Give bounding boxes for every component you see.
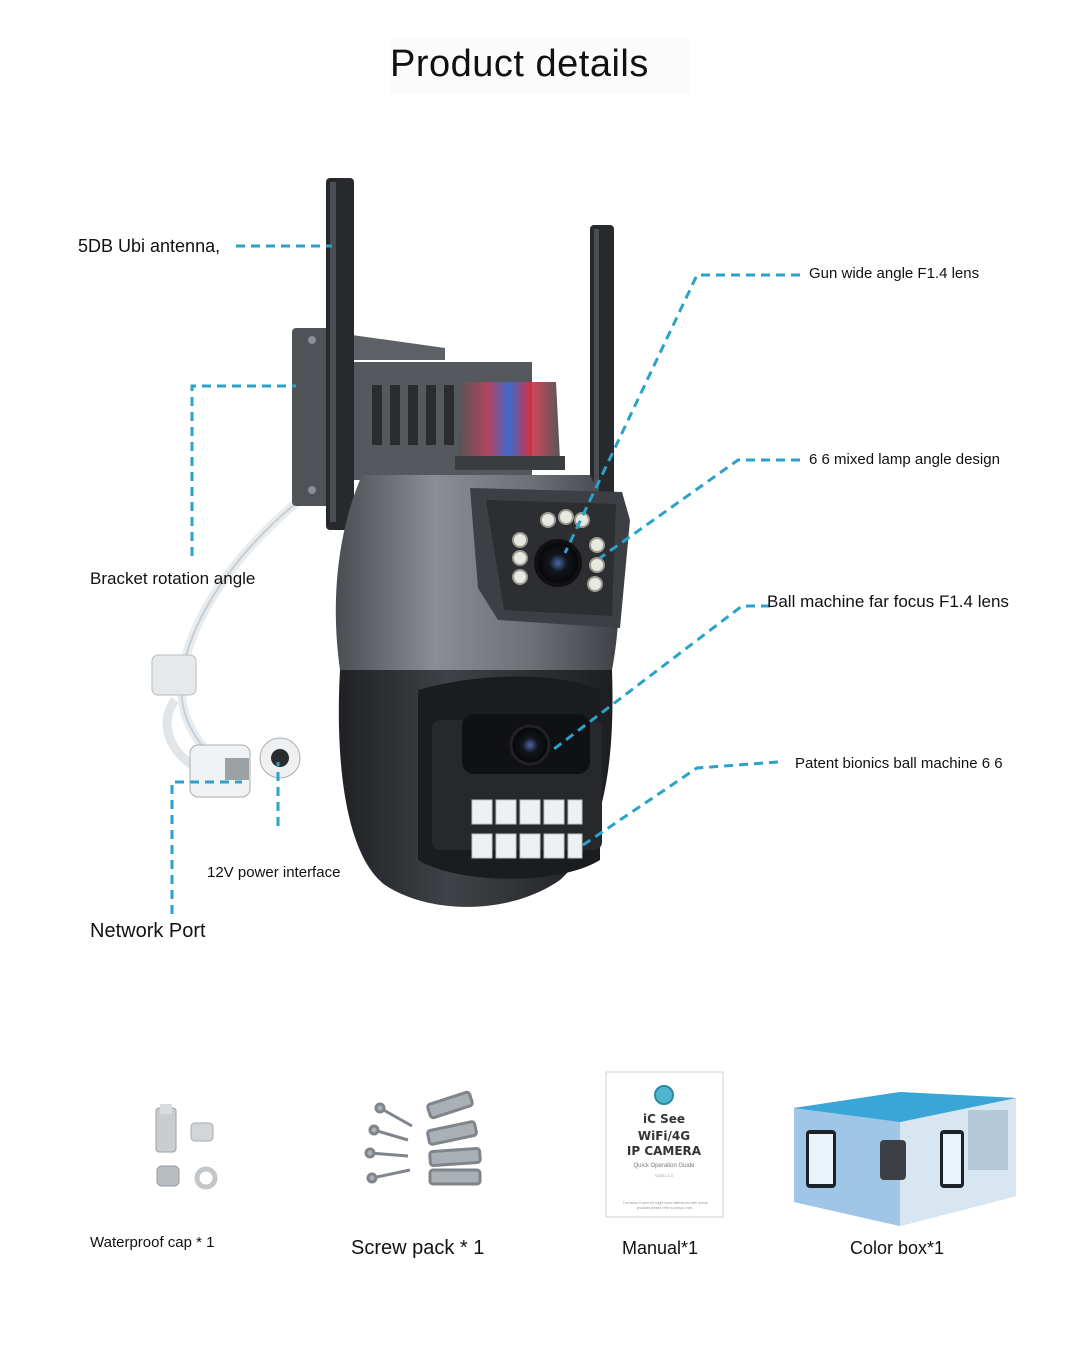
- lamp-design-label: 6 6 mixed lamp angle design: [809, 451, 1000, 468]
- accessory-label-screw-pack: Screw pack * 1: [351, 1237, 485, 1259]
- waterproof-cap-illustration: [155, 1104, 218, 1190]
- gun-lens: [534, 539, 582, 587]
- gun-ir-leds: [512, 509, 605, 592]
- accessory-label-waterproof-cap: Waterproof cap * 1: [90, 1234, 215, 1251]
- manual-illustration: [605, 1071, 724, 1218]
- bracket-label: Bracket rotation angle: [90, 569, 256, 588]
- alarm-lamp: [458, 382, 560, 460]
- leader-bionics: [582, 760, 779, 847]
- antenna-label: 5DB Ubi antenna,: [78, 236, 221, 256]
- manual-line2: IP CAMERA: [627, 1144, 702, 1158]
- manual-footnote: The items in your kit might have differe…: [622, 1201, 708, 1210]
- ball-light-array: [471, 799, 583, 859]
- manual-subtitle: Quick Operation Guide: [633, 1163, 695, 1169]
- gun-lens-label: Gun wide angle F1.4 lens: [809, 265, 980, 282]
- leader-lines: [170, 244, 800, 914]
- accessory-label-color-box: Color box*1: [850, 1238, 945, 1258]
- color-box-illustration: [794, 1092, 1016, 1226]
- leader-lamp: [599, 458, 800, 560]
- leader-ball-lens: [549, 604, 770, 754]
- accessory-label-manual: Manual*1: [622, 1238, 699, 1258]
- screw-pack-illustration: [364, 1090, 482, 1186]
- power-interface-label: 12V power interface: [207, 864, 341, 881]
- network-port-label: Network Port: [90, 920, 206, 942]
- manual-brand: iC See: [643, 1112, 685, 1126]
- ball-lens-label: Ball machine far focus F1.4 lens: [767, 592, 1009, 611]
- manual-version: V2022.1.0: [655, 1173, 674, 1178]
- bionics-label: Patent bionics ball machine 6 6: [795, 755, 1003, 772]
- leader-bracket: [190, 384, 296, 556]
- page-title: Product details: [390, 38, 690, 94]
- manual-camera-icon: [654, 1085, 674, 1105]
- leader-gun-lens: [563, 273, 800, 554]
- manual-line1: WiFi/4G: [638, 1129, 690, 1143]
- ball-lens: [509, 724, 551, 766]
- cable-joint: [151, 654, 197, 696]
